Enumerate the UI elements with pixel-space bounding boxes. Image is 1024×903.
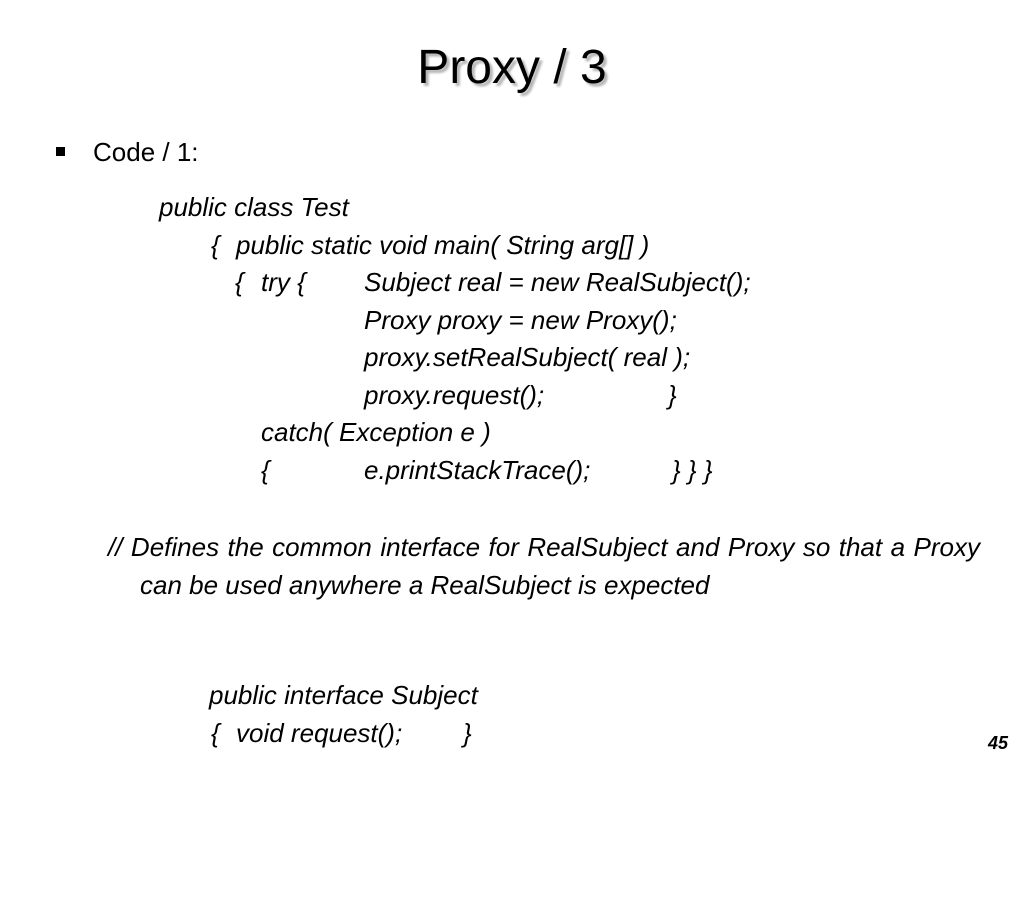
page-number: 45 [987,733,1008,753]
code-brace: { [211,230,220,260]
bullet-text: Code / 1: [93,137,199,167]
code-text: Subject real = new RealSubject(); [364,267,751,297]
code-brace: } [668,380,677,410]
code-line: { void request(); } [0,715,472,752]
code-text: catch( Exception e ) [261,417,491,447]
code-block-interface: public interface Subject { void request(… [0,375,1024,748]
code-line: proxy.setRealSubject( real ); [0,339,690,376]
code-line: Proxy proxy = new Proxy(); [0,302,677,339]
code-comment: // Defines the common interface for Real… [108,532,980,600]
code-text: public interface Subject [209,680,478,710]
code-line: public interface Subject [209,677,478,714]
bullet-square-icon [56,147,65,156]
code-text: public static void main( String arg[] ) [236,230,650,260]
code-line: { public static void main( String arg[] … [0,227,649,264]
code-line: { e.printStackTrace(); } } } [0,452,713,489]
code-line: proxy.request(); } [0,377,677,414]
code-brace: } [463,718,472,748]
code-text: void request(); [236,718,403,748]
code-text: e.printStackTrace(); [364,455,591,485]
code-text: proxy.request(); [364,380,545,410]
code-text: proxy.setRealSubject( real ); [364,342,691,372]
code-line: { try { Subject real = new RealSubject()… [0,264,751,301]
code-brace: { [235,267,244,297]
code-brace: } } } [672,455,713,485]
code-line: catch( Exception e ) [0,414,491,451]
code-text: Proxy proxy = new Proxy(); [364,305,677,335]
code-brace: { [211,718,220,748]
code-text: public class Test [159,192,349,222]
slide: Proxy / 3 Code / 1: public class Test { … [0,0,1024,753]
code-line: public class Test [159,189,349,226]
code-brace: { [261,455,270,485]
code-keyword: try { [261,267,306,297]
slide-title: Proxy / 3 [417,41,607,94]
code-block-test: public class Test { public static void m… [0,0,1024,485]
